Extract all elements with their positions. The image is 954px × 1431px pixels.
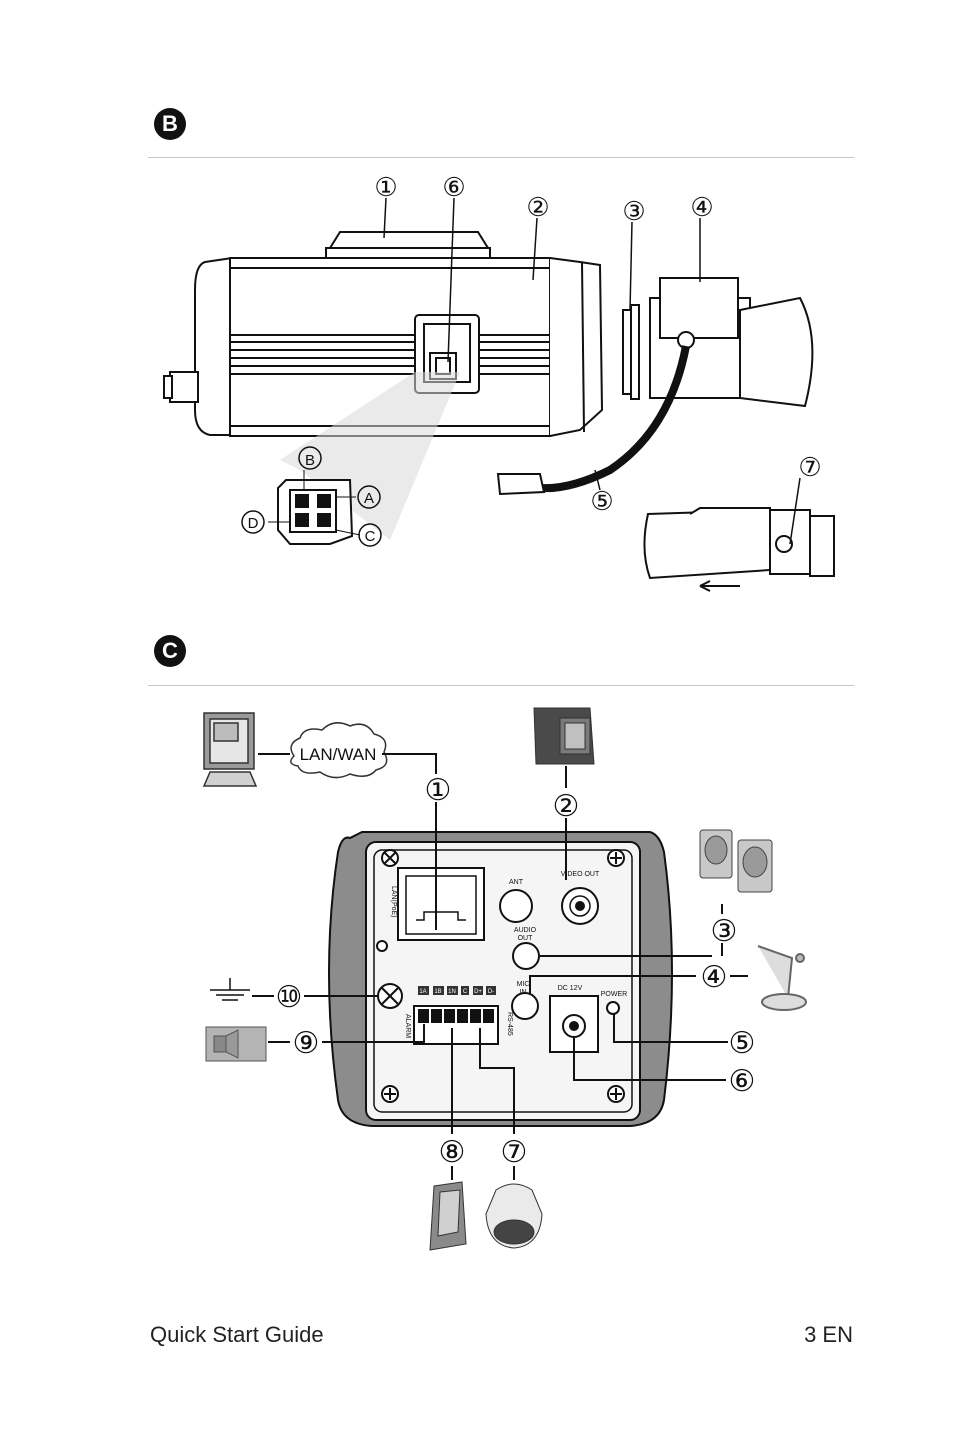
ant-label: ANT [509,879,524,886]
callout-b-5: ⑤ [590,486,613,516]
lan-poe-label: LAN(PoE) [390,886,397,918]
callout-b-2: ② [526,192,549,222]
section-b-divider [148,157,854,158]
pir-sensor-icon [429,1181,467,1251]
video-out-label: VIDEO OUT [561,871,600,878]
video-monitor-icon [533,707,595,765]
pin-d-label: D [248,515,259,532]
footer-title: Quick Start Guide [150,1322,324,1347]
callout-b-6: ⑥ [442,172,465,202]
callout-b-3: ③ [622,196,645,226]
speakers-icon [699,829,773,893]
pin-c-label: C [365,528,376,545]
rear-panel-connection-diagram: LAN/WAN [202,707,807,1251]
callout-c-8: ⑧ [439,1136,466,1169]
callout-b-7: ⑦ [798,452,821,482]
section-c-badge: C [154,635,186,667]
lens [649,277,814,408]
power-label: POWER [601,991,627,998]
section-c-divider [148,685,854,686]
callout-c-6: ⑥ [729,1065,756,1098]
callout-c-7: ⑦ [501,1136,528,1169]
audio-out-label-1: AUDIO [514,927,537,934]
terminal-d-minus: D- [488,989,494,995]
callout-c-4: ④ [701,961,728,994]
mic-in-label-1: MIC [517,981,530,988]
dc-12v-label: DC 12V [558,985,583,992]
lan-wan-cloud [290,722,388,779]
callout-c-5: ⑤ [729,1027,756,1060]
pin-b-label: B [305,452,315,469]
adapter-ring [622,304,640,400]
ground-symbol-icon [210,978,250,1001]
zoom-beam [280,372,460,540]
pin-a-label: A [364,490,374,507]
audio-out-label-2: OUT [518,935,534,942]
callout-c-9: ⑨ [293,1027,320,1060]
section-b-badge: B [154,108,186,140]
terminal-1n: 1N [448,989,456,995]
terminal-1a: 1A [419,989,426,995]
callout-b-4: ④ [690,192,713,222]
alarm-label: ALARM [404,1014,411,1038]
footer-page-number: 3 EN [804,1322,853,1347]
camera-cover-view [643,507,835,592]
ptz-dome-icon [485,1183,543,1249]
microphone-icon [757,945,807,1011]
terminal-1b: 1B [434,989,441,995]
alarm-output-icon [205,1026,267,1062]
pc-monitor-icon [202,712,258,787]
lens-cable [539,345,690,493]
connector-detail [268,470,361,545]
callout-c-1: ① [425,774,452,807]
callout-b-1: ① [374,172,397,202]
terminal-d-plus: D+ [474,989,482,995]
callout-c-3: ③ [711,915,738,948]
mic-in-label-2: IN [520,989,527,996]
lan-wan-label: LAN/WAN [300,745,377,764]
rs485-label: RS-485 [506,1012,513,1036]
callout-c-10: ⑩ [276,981,303,1014]
callout-c-2: ② [553,790,580,823]
terminal-c: C [463,989,468,995]
camera-assembly-diagram: ① ⑥ ② ③ ④ ⑤ ⑦ B A D C [163,172,835,592]
rear-panel [328,831,673,1127]
